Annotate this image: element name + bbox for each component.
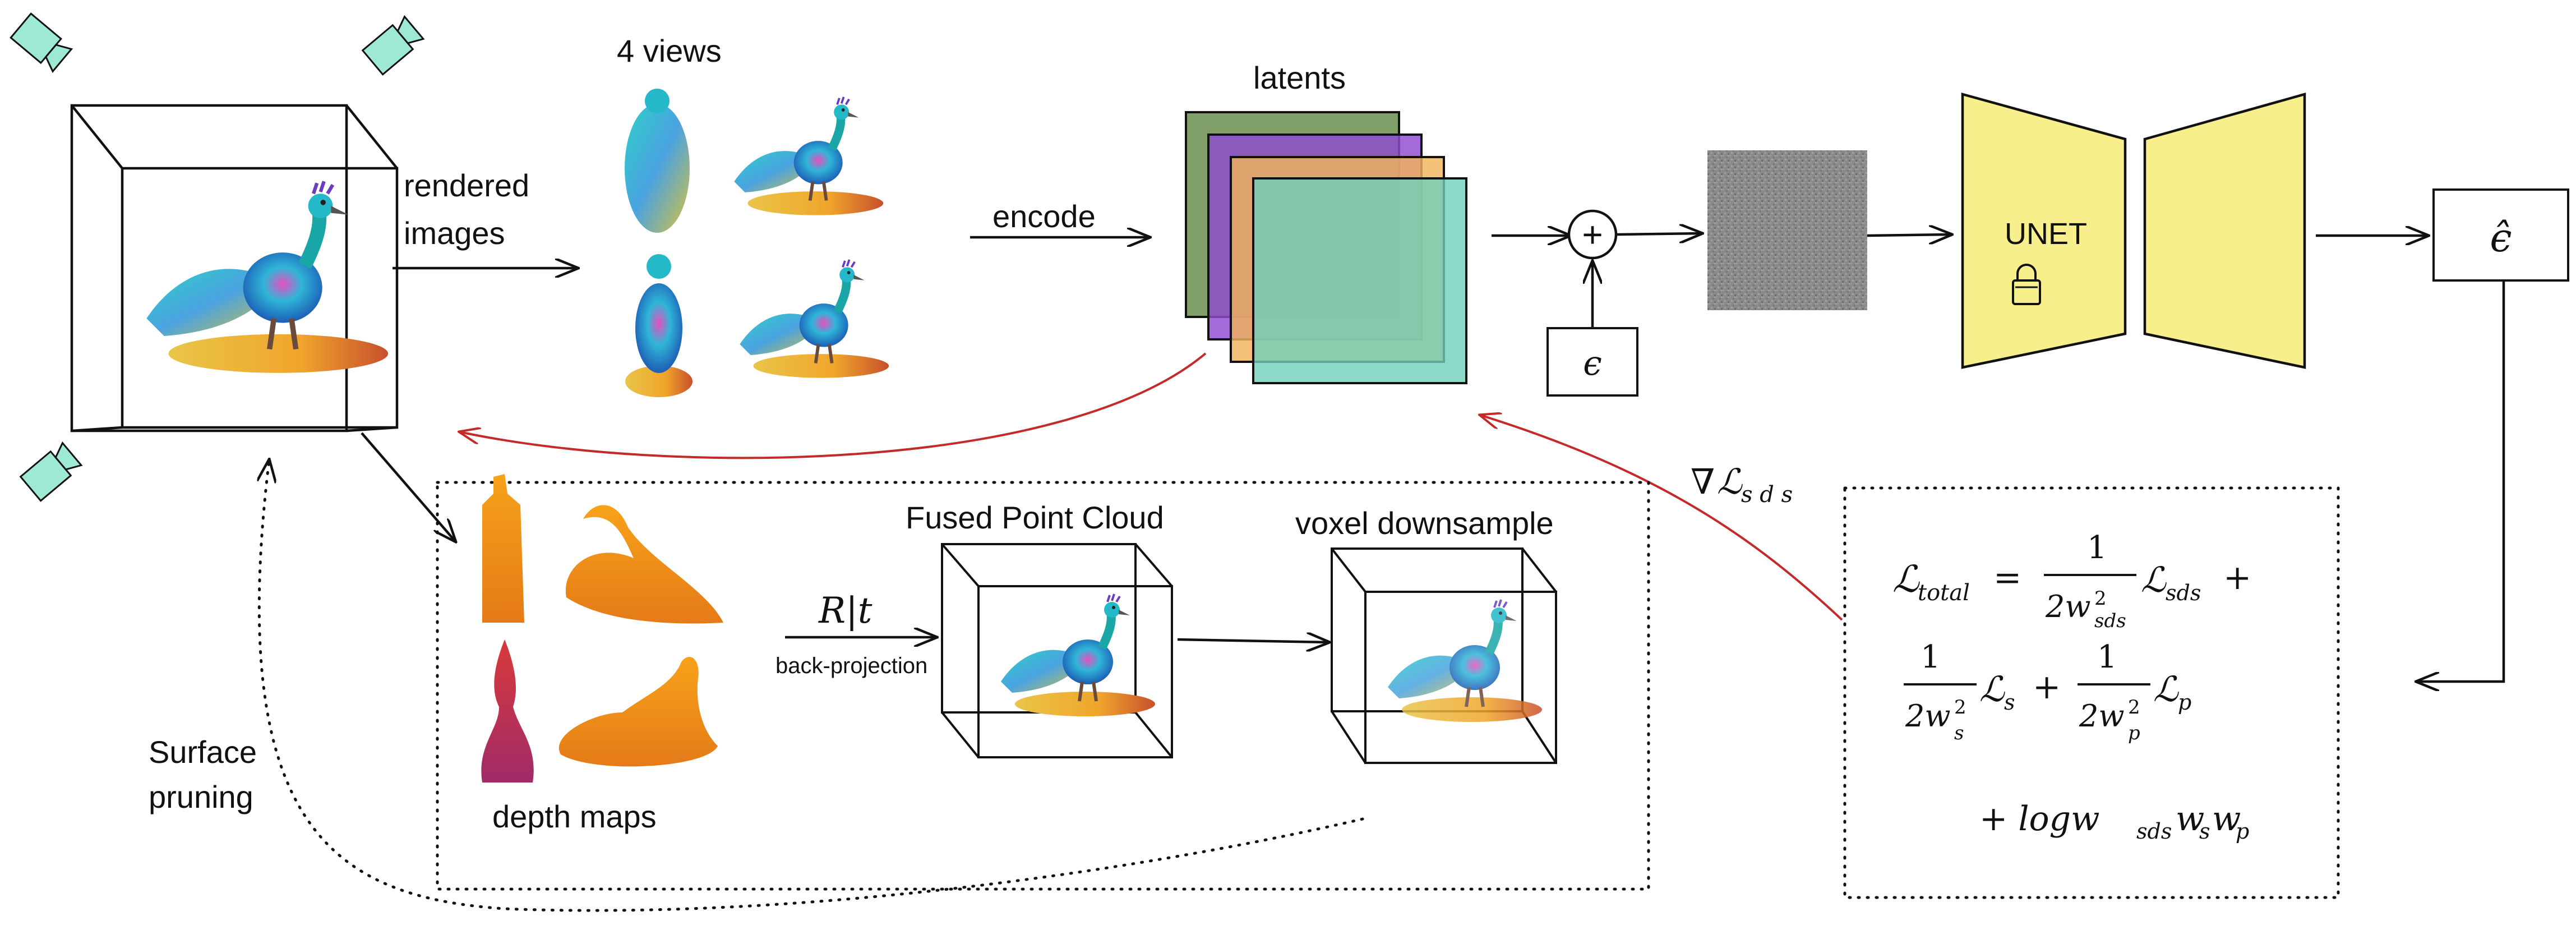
camera-icon (20, 441, 83, 502)
voxel-label: voxel downsample (1295, 505, 1554, 541)
loss-panel (1843, 486, 2340, 899)
cube-to-depth-arrow (361, 432, 455, 541)
svg-text:p: p (2236, 819, 2249, 844)
loss-equation: ℒ total = 1 2w 2 sds ℒ sds + 1 2w 2 s ℒ … (1892, 530, 2251, 844)
depth-map-back (481, 639, 534, 783)
latent-feedback-arrow (460, 352, 1207, 459)
fused-peacock (1001, 594, 1155, 716)
svg-text:total: total (1918, 580, 1970, 606)
grad-loss-label: ∇ ℒ s d s (1691, 461, 1793, 508)
voxel-peacock (1388, 600, 1542, 722)
svg-text:s: s (2004, 690, 2015, 715)
camera-icon (10, 12, 73, 73)
view-side (734, 97, 883, 215)
latents-label: latents (1253, 60, 1346, 95)
rt-label: R|t (818, 590, 872, 632)
svg-text:sds: sds (2094, 610, 2126, 632)
svg-text:=: = (1993, 558, 2021, 597)
svg-text:2: 2 (1954, 696, 1966, 719)
camera-icon (362, 15, 425, 76)
noisy-latent (1707, 150, 1867, 310)
noise-to-unet (1867, 234, 1951, 236)
pruning-label: pruning (149, 779, 253, 814)
svg-text:ℒ: ℒ (2153, 669, 2179, 710)
svg-text:p: p (2128, 722, 2140, 744)
svg-text:ℒ: ℒ (1892, 558, 1920, 601)
view-front (625, 89, 690, 233)
svg-text:+: + (2033, 668, 2061, 707)
voxel-downsample: voxel downsample (1295, 505, 1557, 764)
view-three-quarter (740, 260, 889, 378)
svg-text:2w: 2w (2079, 698, 2125, 734)
reconstruction-panel (436, 481, 1650, 891)
adder-to-noise (1617, 233, 1702, 234)
svg-text:+: + (2223, 558, 2251, 597)
svg-text:ℒ: ℒ (1979, 669, 2005, 710)
backprojection-label: back-projection (775, 654, 927, 678)
svg-text:1: 1 (2087, 530, 2107, 566)
epsilon-hat-symbol: ϵ̂ (2490, 215, 2512, 261)
epsilon-symbol: ϵ (1583, 344, 1602, 383)
adder-node: + (1567, 209, 1618, 260)
svg-text:+ logw: + logw (1979, 799, 2099, 839)
fused-point-cloud: Fused Point Cloud (906, 500, 1173, 758)
surface-pruning-curve (259, 460, 1364, 912)
depth-maps-label: depth maps (492, 799, 657, 834)
svg-text:w: w (2212, 799, 2241, 839)
encode-label: encode (992, 199, 1096, 234)
depth-map-front (482, 474, 524, 623)
svg-text:s d s: s d s (1741, 482, 1793, 508)
epsilon-hat-to-loss (2417, 280, 2505, 682)
epsilon-hat-box: ϵ̂ (2432, 188, 2569, 282)
depth-map-side (565, 505, 723, 624)
gradient-arrow (1480, 415, 1843, 621)
depth-maps: depth maps (481, 474, 723, 834)
scene-cube (10, 12, 425, 502)
latents-stack: latents (1185, 60, 1467, 384)
depth-map-three-quarter (558, 657, 718, 767)
fused-label: Fused Point Cloud (906, 500, 1164, 535)
svg-text:sds: sds (2166, 581, 2201, 605)
epsilon-box: ϵ (1546, 327, 1638, 397)
svg-text:w: w (2176, 799, 2204, 839)
svg-text:ℒ: ℒ (1717, 461, 1743, 502)
rendered-label: rendered (404, 168, 529, 203)
svg-text:∇: ∇ (1691, 461, 1715, 502)
svg-text:1: 1 (2097, 639, 2117, 675)
svg-text:2: 2 (2128, 696, 2140, 719)
images-label: images (404, 215, 505, 251)
lock-icon (2012, 264, 2041, 305)
svg-text:2w: 2w (1905, 698, 1951, 734)
svg-text:2w: 2w (2045, 589, 2091, 624)
svg-text:p: p (2178, 690, 2191, 715)
svg-text:s: s (2199, 819, 2210, 844)
adder-plus: + (1582, 214, 1603, 255)
surface-label: Surface (149, 734, 257, 770)
four-views: 4 views (617, 33, 889, 397)
svg-text:sds: sds (2136, 819, 2172, 844)
peacock-render (146, 181, 388, 373)
fused-to-voxel-arrow (1177, 639, 1329, 642)
rt-projection: R|t back-projection (775, 590, 936, 678)
unet-label: UNET (2005, 217, 2087, 251)
svg-text:2: 2 (2094, 587, 2107, 610)
svg-text:ℒ: ℒ (2141, 559, 2167, 600)
views-label: 4 views (617, 33, 722, 68)
svg-text:s: s (1954, 722, 1964, 744)
svg-text:1: 1 (1921, 639, 1941, 675)
view-back (625, 254, 693, 397)
unet-block: UNET (1961, 93, 2306, 369)
